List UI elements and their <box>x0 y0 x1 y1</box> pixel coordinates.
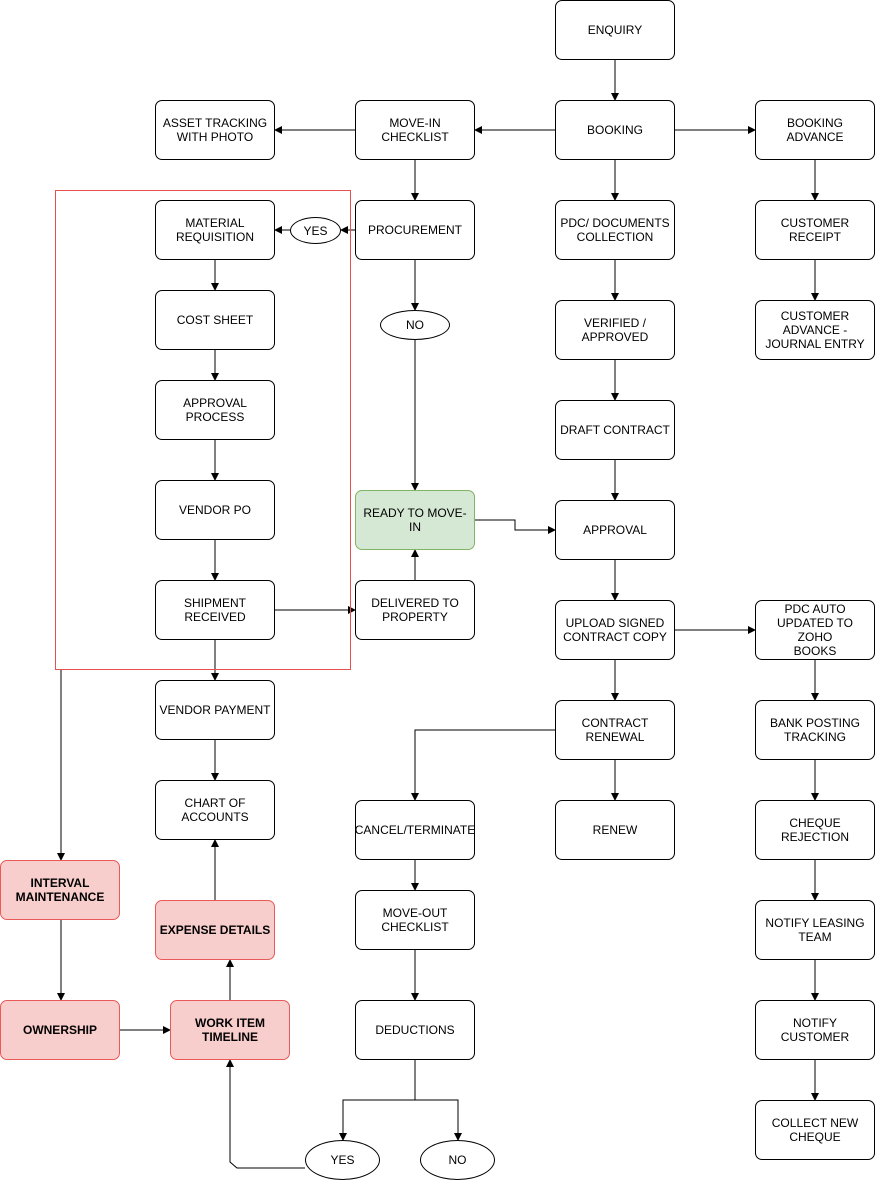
bank-posting-tracking-node[interactable]: BANK POSTING TRACKING <box>755 700 875 760</box>
connector-yes-to-work-item <box>226 1059 305 1169</box>
booking-node[interactable]: BOOKING <box>555 100 675 160</box>
deductions-node[interactable]: DEDUCTIONS <box>355 1000 475 1060</box>
material-requisition-node[interactable]: MATERIAL REQUISITION <box>155 200 275 260</box>
ready-to-move-in-node[interactable]: READY TO MOVE-IN <box>355 490 475 550</box>
procurement-yes-node[interactable]: YES <box>290 217 341 244</box>
draft-contract-node[interactable]: DRAFT CONTRACT <box>555 400 675 460</box>
cost-sheet-node[interactable]: COST SHEET <box>155 290 275 350</box>
notify-customer-node[interactable]: NOTIFY CUSTOMER <box>755 1000 875 1060</box>
upload-signed-contract-node[interactable]: UPLOAD SIGNED CONTRACT COPY <box>555 600 675 660</box>
customer-receipt-node[interactable]: CUSTOMER RECEIPT <box>755 200 875 260</box>
connector-deductions-to-yes <box>339 1060 416 1141</box>
cheque-rejection-node[interactable]: CHEQUE REJECTION <box>755 800 875 860</box>
delivered-to-property-node[interactable]: DELIVERED TO PROPERTY <box>355 580 475 640</box>
vendor-po-node[interactable]: VENDOR PO <box>155 480 275 540</box>
work-item-timeline-node[interactable]: WORK ITEM TIMELINE <box>170 1000 290 1060</box>
ownership-node[interactable]: OWNERSHIP <box>0 1000 120 1060</box>
renew-node[interactable]: RENEW <box>555 800 675 860</box>
approval-node[interactable]: APPROVAL <box>555 500 675 560</box>
chart-of-accounts-node[interactable]: CHART OF ACCOUNTS <box>155 780 275 840</box>
customer-advance-journal-node[interactable]: CUSTOMER ADVANCE - JOURNAL ENTRY <box>755 300 875 360</box>
expense-details-node[interactable]: EXPENSE DETAILS <box>155 900 275 960</box>
deductions-no-node[interactable]: NO <box>420 1140 495 1180</box>
asset-tracking-node[interactable]: ASSET TRACKING WITH PHOTO <box>155 100 275 160</box>
approval-process-node[interactable]: APPROVAL PROCESS <box>155 380 275 440</box>
booking-advance-node[interactable]: BOOKING ADVANCE <box>755 100 875 160</box>
enquiry-node[interactable]: ENQUIRY <box>555 0 675 60</box>
vendor-payment-node[interactable]: VENDOR PAYMENT <box>155 680 275 740</box>
interval-maintenance-node[interactable]: INTERVAL MAINTENANCE <box>0 860 120 920</box>
notify-leasing-team-node[interactable]: NOTIFY LEASING TEAM <box>755 900 875 960</box>
cancel-terminate-node[interactable]: CANCEL/TERMINATE <box>355 800 475 860</box>
deductions-yes-node[interactable]: YES <box>305 1140 380 1180</box>
procurement-node[interactable]: PROCUREMENT <box>355 200 475 260</box>
collect-new-cheque-node[interactable]: COLLECT NEW CHEQUE <box>755 1100 875 1160</box>
pdc-auto-updated-node[interactable]: PDC AUTO UPDATED TO ZOHO BOOKS <box>755 600 875 660</box>
connector-ready-to-move-in-to-approval <box>475 519 556 534</box>
pdc-documents-collection-node[interactable]: PDC/ DOCUMENTS COLLECTION <box>555 200 675 260</box>
procurement-process-group <box>55 190 351 670</box>
move-out-checklist-node[interactable]: MOVE-OUT CHECKLIST <box>355 890 475 950</box>
connector-deductions-to-no <box>415 1099 462 1141</box>
verified-approved-node[interactable]: VERIFIED / APPROVED <box>555 300 675 360</box>
connector-contract-renewal-to-cancel <box>411 729 555 801</box>
move-in-checklist-node[interactable]: MOVE-IN CHECKLIST <box>355 100 475 160</box>
procurement-no-node[interactable]: NO <box>380 310 450 340</box>
shipment-received-node[interactable]: SHIPMENT RECEIVED <box>155 580 275 640</box>
contract-renewal-node[interactable]: CONTRACT RENEWAL <box>555 700 675 760</box>
